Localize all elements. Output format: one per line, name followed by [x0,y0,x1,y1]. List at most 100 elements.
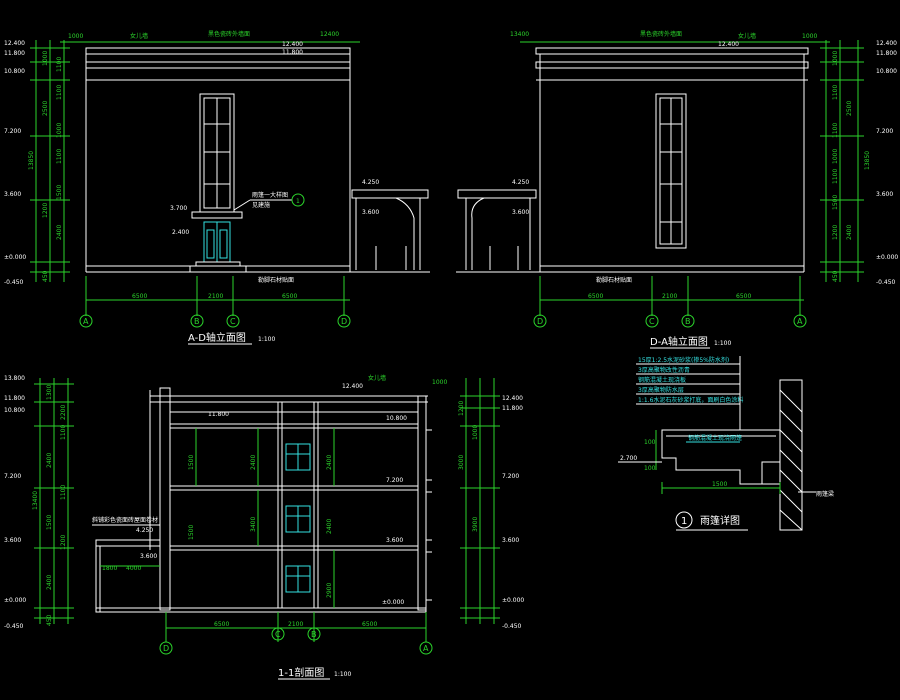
svg-text:6500: 6500 [588,293,603,300]
svg-text:2400: 2400 [46,575,53,590]
svg-text:A: A [83,317,89,326]
section-roof-note: 斜铺彩色瓷面砖屋面卷材 [92,516,158,524]
svg-text:±0.000: ±0.000 [4,597,26,604]
svg-text:1100: 1100 [832,123,839,138]
svg-text:钢筋混凝土现浇板: 钢筋混凝土现浇板 [638,376,686,384]
detail-layer-notes: 15厚1:2.5水泥砂浆(掺5%防水剂) 3厚高聚物改性沥青 钢筋混凝土现浇板 … [636,356,743,430]
front-parapet-band [85,61,351,69]
svg-text:-0.450: -0.450 [4,279,24,286]
back-elevation-title: D-A轴立面图 [650,335,708,348]
svg-text:D: D [163,644,169,653]
svg-text:450: 450 [46,614,53,626]
svg-text:1000: 1000 [42,51,49,66]
svg-text:3900: 3900 [472,517,479,532]
svg-text:黑色瓷砖外墙面: 黑色瓷砖外墙面 [640,30,682,38]
svg-text:D: D [537,317,543,326]
svg-text:11.800: 11.800 [208,411,229,418]
svg-text:1:1.6水泥石灰砂浆打底，面刷白色涂料: 1:1.6水泥石灰砂浆打底，面刷白色涂料 [638,396,743,404]
svg-text:100: 100 [644,465,656,472]
svg-text:6500: 6500 [362,621,377,628]
svg-text:4.250: 4.250 [512,179,529,186]
svg-text:±0.000: ±0.000 [502,597,524,604]
svg-text:1500: 1500 [56,185,63,200]
svg-text:1: 1 [681,516,687,527]
svg-text:13400: 13400 [32,491,39,510]
svg-text:3.600: 3.600 [4,537,21,544]
canopy-detail: 15厚1:2.5水泥砂浆(掺5%防水剂) 3厚高聚物改性沥青 钢筋混凝土现浇板 … [618,356,834,531]
detail-inner-label: 钢筋混凝土现浇雨篷 [688,434,742,442]
svg-text:2100: 2100 [662,293,677,300]
svg-text:1100: 1100 [56,85,63,100]
svg-text:1000: 1000 [68,33,83,40]
svg-text:2200: 2200 [60,405,67,420]
svg-text:3400: 3400 [250,517,257,532]
svg-text:1500: 1500 [188,525,195,540]
svg-text:2100: 2100 [288,621,303,628]
svg-text:3.600: 3.600 [502,537,519,544]
svg-text:450: 450 [832,270,839,282]
svg-text:1800: 1800 [102,565,117,572]
section-1-1: 女儿墙 12.400 11.800 1000 斜铺彩色瓷面砖屋面卷材 10.80… [4,374,524,680]
svg-text:3.600: 3.600 [140,553,157,560]
svg-text:3.600: 3.600 [4,191,21,198]
svg-text:1:100: 1:100 [258,336,275,343]
svg-text:A: A [423,644,429,653]
svg-text:3厚高聚物改性沥青: 3厚高聚物改性沥青 [638,366,690,374]
svg-text:450: 450 [42,270,49,282]
svg-text:1200: 1200 [42,203,49,218]
svg-text:4000: 4000 [126,565,141,572]
svg-text:1000: 1000 [802,33,817,40]
front-side-dims: 1000 1100 2500 1100 1000 1100 1500 1200 … [28,51,63,282]
svg-text:2400: 2400 [250,455,257,470]
svg-text:11.800: 11.800 [502,405,523,412]
svg-text:1500: 1500 [46,515,53,530]
front-axis-bubbles: A B C D [79,314,351,328]
svg-text:7.200: 7.200 [876,128,893,135]
svg-text:6500: 6500 [214,621,229,628]
svg-text:1200: 1200 [832,225,839,240]
svg-text:A: A [797,317,803,326]
section-axis-bubbles: D C B A [159,627,433,655]
front-levels: 12.400 11.800 10.800 7.200 3.600 ±0.000 … [4,40,26,286]
svg-text:B: B [685,317,691,326]
svg-text:4.250: 4.250 [136,527,153,534]
svg-text:12.400: 12.400 [502,395,523,402]
svg-text:女儿墙: 女儿墙 [738,32,756,40]
svg-text:勒脚石材贴面: 勒脚石材贴面 [596,276,632,284]
front-callout: 雨篷一大样图 [252,191,288,199]
svg-text:C: C [230,317,236,326]
svg-text:100: 100 [644,439,656,446]
svg-text:1000: 1000 [832,149,839,164]
svg-text:6500: 6500 [736,293,751,300]
svg-text:11.800: 11.800 [4,50,25,57]
svg-text:±0.000: ±0.000 [382,599,404,606]
svg-text:D: D [341,317,347,326]
svg-text:6500: 6500 [132,293,147,300]
svg-text:2100: 2100 [208,293,223,300]
svg-text:2.700: 2.700 [620,455,637,462]
svg-text:1000: 1000 [56,123,63,138]
svg-text:13400: 13400 [510,31,529,38]
svg-text:13.800: 13.800 [4,375,25,382]
svg-text:1200: 1200 [458,401,465,416]
svg-text:3.600: 3.600 [512,209,529,216]
svg-text:12.400: 12.400 [876,40,897,47]
svg-text:2400: 2400 [46,453,53,468]
svg-text:4.250: 4.250 [362,179,379,186]
svg-text:1000: 1000 [472,425,479,440]
svg-text:1000: 1000 [832,51,839,66]
svg-text:-0.450: -0.450 [876,279,896,286]
svg-text:12.400: 12.400 [4,40,25,47]
svg-text:3.700: 3.700 [170,205,187,212]
svg-text:12400: 12400 [320,31,339,38]
svg-text:3.600: 3.600 [876,191,893,198]
svg-text:±0.000: ±0.000 [4,254,26,261]
svg-text:7.200: 7.200 [386,477,403,484]
svg-text:3000: 3000 [458,455,465,470]
svg-text:1:100: 1:100 [714,340,731,347]
svg-text:2500: 2500 [846,101,853,116]
svg-text:10.800: 10.800 [4,68,25,75]
section-levels-right: 12.400 11.800 7.200 3.600 ±0.000 -0.450 [502,395,524,630]
svg-text:1300: 1300 [46,385,53,400]
